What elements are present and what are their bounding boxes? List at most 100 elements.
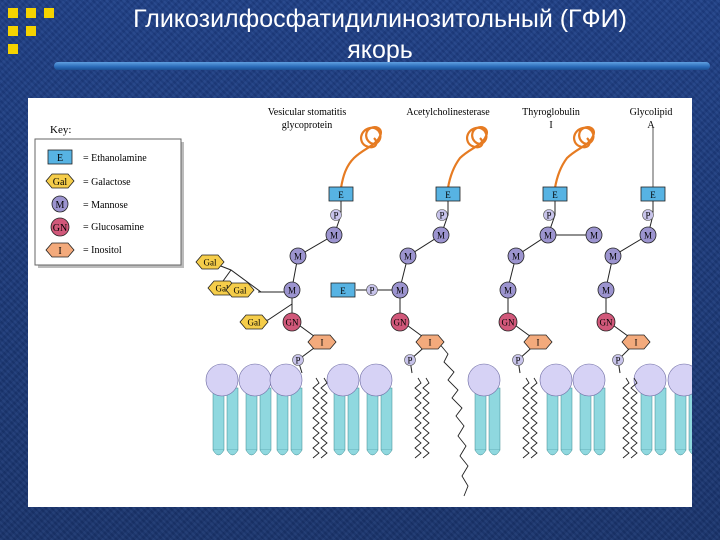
mannose-symbol: M <box>597 281 615 299</box>
glucosamine-symbol: GN <box>390 312 410 332</box>
key-inositol-label: = Inositol <box>83 245 122 256</box>
mannose-symbol: M <box>289 247 307 265</box>
phosphate-symbol: P <box>543 209 555 221</box>
protein-label-thyroglobulin-line1: Thyroglobulin <box>522 107 580 118</box>
symbol-letter: I <box>429 338 432 348</box>
symbol-letter: GN <box>286 318 299 328</box>
symbol-letter: P <box>295 356 300 366</box>
lipid-tail-zigzag <box>630 377 638 459</box>
symbol-letter: M <box>437 231 445 241</box>
lipid-tail-zigzag <box>622 377 630 459</box>
key-mannose-letter: M <box>56 200 65 211</box>
symbol-letter: M <box>544 231 552 241</box>
key-mannose-label: = Mannose <box>83 200 128 211</box>
mannose-symbol: M <box>432 226 450 244</box>
phospholipid <box>539 363 573 456</box>
phospholipid <box>572 363 606 456</box>
lipid-tail-zigzag <box>530 377 538 459</box>
key-legend: Key: E = Ethanolamine Gal = Galactose M … <box>34 124 184 268</box>
phosphate-symbol: P <box>292 354 304 366</box>
symbol-letter: P <box>407 356 412 366</box>
phospholipid <box>667 363 692 456</box>
symbol-letter: E <box>552 190 558 200</box>
title-bullet-square <box>26 26 36 36</box>
protein-label-glycolipid-line2: A <box>647 120 655 131</box>
diagram-panel: Key: E = Ethanolamine Gal = Galactose M … <box>28 98 692 507</box>
phospholipid <box>269 363 303 456</box>
symbol-letter: P <box>615 356 620 366</box>
lipid-tail-zigzag <box>422 377 430 459</box>
title-bullet-square <box>8 26 18 36</box>
phospholipid <box>205 363 239 456</box>
symbol-letter: P <box>439 211 444 221</box>
glucosamine-symbol: GN <box>498 312 518 332</box>
phosphate-symbol: P <box>642 209 654 221</box>
phospholipid <box>633 363 667 456</box>
symbol-letter: P <box>333 211 338 221</box>
symbol-letter: M <box>396 286 404 296</box>
symbol-letter: GN <box>502 318 515 328</box>
key-inositol-symbol <box>45 242 75 258</box>
symbol-letter: E <box>650 190 656 200</box>
mannose-symbol: M <box>499 281 517 299</box>
mannose-symbol: M <box>507 247 525 265</box>
symbol-letter: M <box>590 231 598 241</box>
phospholipid <box>326 363 360 456</box>
title-bullet-square <box>26 8 36 18</box>
glucosamine-symbol: GN <box>596 312 616 332</box>
phosphate-symbol: P <box>612 354 624 366</box>
inositol-symbol: I <box>415 334 445 350</box>
phospholipid <box>467 363 501 456</box>
key-glucosamine-label: = Glucosamine <box>83 222 144 233</box>
symbol-letter: M <box>404 252 412 262</box>
symbol-letter: I <box>635 338 638 348</box>
phosphate-symbol: P <box>330 209 342 221</box>
symbol-letter: P <box>546 211 551 221</box>
phosphate-symbol: P <box>436 209 448 221</box>
lipid-tail-zigzag <box>320 377 328 459</box>
key-galactose-label: = Galactose <box>83 177 131 188</box>
mannose-symbol: M <box>399 247 417 265</box>
symbol-letter: E <box>445 190 451 200</box>
symbol-letter: M <box>644 231 652 241</box>
protein-chain-ache <box>446 126 488 189</box>
protein-label-thyroglobulin-line2: I <box>549 120 552 131</box>
key-galactose-symbol <box>45 173 75 189</box>
phospholipid <box>359 363 393 456</box>
released-lipid-tail <box>437 341 469 497</box>
glucosamine-symbol: GN <box>282 312 302 332</box>
protein-labels: Vesicular stomatitis glycoprotein Acetyl… <box>268 107 673 131</box>
symbol-letter: I <box>537 338 540 348</box>
mannose-symbol: M <box>283 281 301 299</box>
protein-label-vsv-line1: Vesicular stomatitis <box>268 107 347 118</box>
key-galactose-letter: Gal <box>53 177 68 188</box>
symbol-letter: Gal <box>234 286 247 296</box>
mannose-symbol: M <box>325 226 343 244</box>
galactose-symbol: Gal <box>239 314 269 330</box>
inositol-symbol: I <box>523 334 553 350</box>
slide-title: Гликозилфосфатидилинозитольный (ГФИ) яко… <box>100 4 660 66</box>
symbol-letter: Gal <box>248 318 261 328</box>
protein-label-vsv-line2: glycoprotein <box>282 120 333 131</box>
symbol-letter: M <box>602 286 610 296</box>
ethanolamine-symbol: E <box>328 186 354 202</box>
phosphate-symbol: P <box>366 284 378 296</box>
key-ethanolamine-letter: E <box>57 153 63 164</box>
symbol-letter: GN <box>600 318 613 328</box>
mannose-symbol: M <box>539 226 557 244</box>
symbol-letter: M <box>294 252 302 262</box>
title-bullet-square <box>44 8 54 18</box>
symbol-letter: E <box>338 190 344 200</box>
galactose-symbol: Gal <box>195 254 225 270</box>
protein-label-ache-line1: Acetylcholinesterase <box>406 107 490 118</box>
protein-label-glycolipid-line1: Glycolipid <box>630 107 673 118</box>
protein-chains <box>339 126 654 189</box>
gpi-anchor-diagram: Key: E = Ethanolamine Gal = Galactose M … <box>34 107 692 497</box>
symbol-letter: M <box>512 252 520 262</box>
inositol-symbol: I <box>621 334 651 350</box>
symbol-letter: E <box>340 286 346 296</box>
phosphate-symbol: P <box>512 354 524 366</box>
symbol-letter: P <box>645 211 650 221</box>
symbol-letter: M <box>330 231 338 241</box>
